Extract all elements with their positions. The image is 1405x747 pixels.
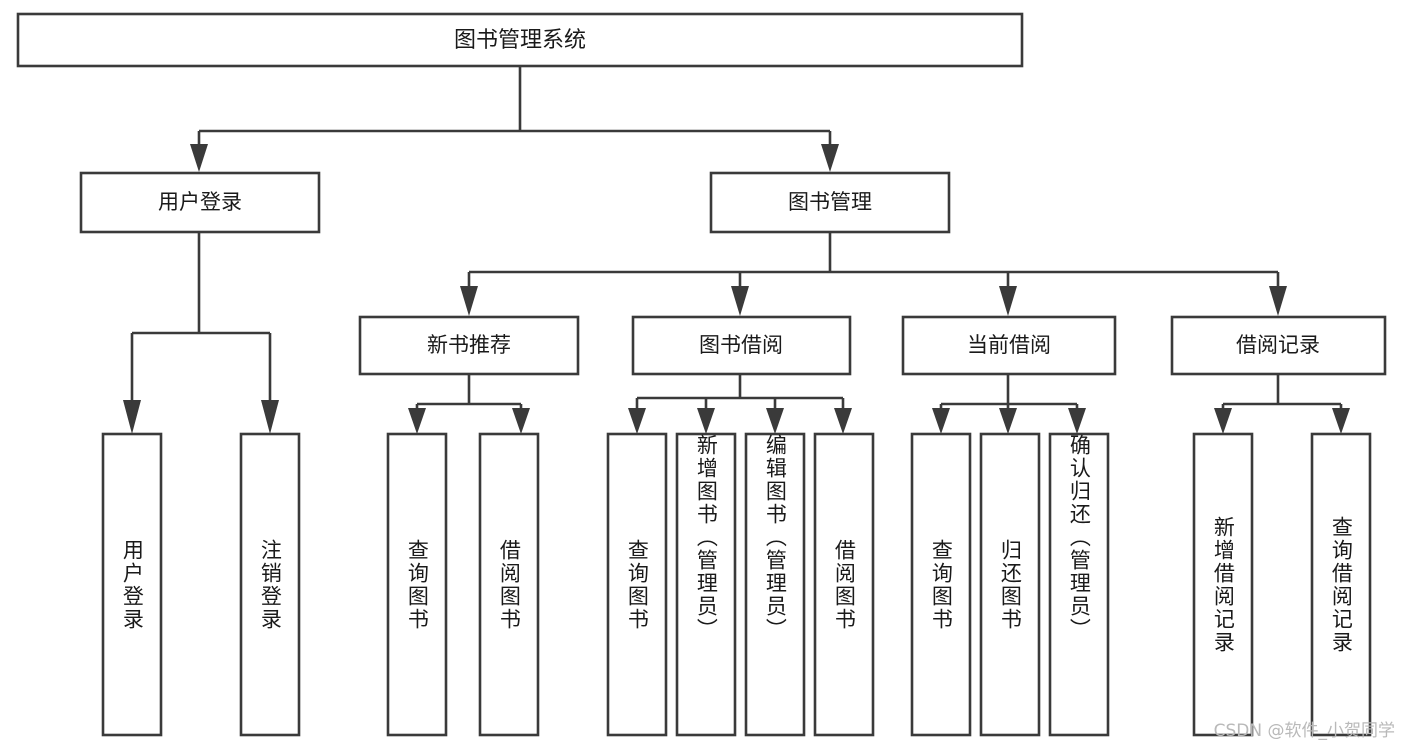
arrow-head-cb-leaf-2 xyxy=(999,408,1017,434)
node-book-management[interactable]: 图书管理 xyxy=(709,171,951,234)
leaf-box-query-book-current[interactable] xyxy=(910,432,972,737)
leaf-box-borrow-book[interactable] xyxy=(813,432,875,737)
arrow-head-root-to-user xyxy=(190,144,208,172)
arrow-head-bm-child-1 xyxy=(460,286,478,316)
leaf-box-return-book[interactable] xyxy=(979,432,1041,737)
arrow-head-rc-leaf-1 xyxy=(1214,408,1232,434)
connector-group-borrow xyxy=(628,374,852,434)
leaf-box-logout[interactable] xyxy=(239,432,301,737)
arrow-head-br-leaf-1 xyxy=(628,408,646,434)
node-box-book-management xyxy=(709,171,951,234)
node-label-current-borrow: 当前借阅 xyxy=(967,333,1051,357)
arrow-head-br-leaf-3 xyxy=(766,408,784,434)
connector-group-user-login xyxy=(123,232,279,434)
node-current-borrow[interactable]: 当前借阅 xyxy=(901,315,1117,376)
arrow-head-root-to-bookmgmt xyxy=(821,144,839,172)
leaf-box-edit-book-admin[interactable] xyxy=(744,432,806,737)
arrow-head-cb-leaf-3 xyxy=(1068,408,1086,434)
arrow-head-br-leaf-2 xyxy=(697,408,715,434)
node-label-new-book-recommend: 新书推荐 xyxy=(427,333,511,357)
leaf-box-query-book-borrow[interactable] xyxy=(606,432,668,737)
node-borrow-record[interactable]: 借阅记录 xyxy=(1170,315,1387,376)
node-box-user-login xyxy=(79,171,321,234)
node-label-root: 图书管理系统 xyxy=(454,28,586,53)
arrow-head-bm-child-2 xyxy=(731,286,749,316)
connector-group-new-book xyxy=(408,374,530,434)
leaf-box-confirm-return-admin[interactable] xyxy=(1048,432,1110,737)
node-box-borrow-record xyxy=(1170,315,1387,376)
arrow-head-br-leaf-4 xyxy=(834,408,852,434)
node-box-book-borrow xyxy=(631,315,852,376)
leaf-box-query-record[interactable] xyxy=(1310,432,1372,737)
arrow-head-user-leaf-2 xyxy=(261,400,279,434)
connector-group-root xyxy=(190,66,839,172)
node-box-current-borrow xyxy=(901,315,1117,376)
arrow-head-nb-leaf-1 xyxy=(408,408,426,434)
arrow-head-bm-child-4 xyxy=(1269,286,1287,316)
leaf-box-query-book-rec[interactable] xyxy=(386,432,448,737)
node-label-book-management: 图书管理 xyxy=(788,190,872,214)
leaf-box-add-record[interactable] xyxy=(1192,432,1254,737)
node-user-login[interactable]: 用户登录 xyxy=(79,171,321,234)
node-new-book-recommend[interactable]: 新书推荐 xyxy=(358,315,580,376)
connector-group-borrow-record xyxy=(1214,374,1350,434)
arrow-head-cb-leaf-1 xyxy=(932,408,950,434)
node-book-borrow[interactable]: 图书借阅 xyxy=(631,315,852,376)
node-label-user-login: 用户登录 xyxy=(158,190,242,214)
connector-group-current-borrow xyxy=(932,374,1086,434)
leaf-box-user-login[interactable] xyxy=(101,432,163,737)
leaf-box-borrow-book-rec[interactable] xyxy=(478,432,540,737)
node-box-root xyxy=(16,12,1024,68)
arrow-head-user-leaf-1 xyxy=(123,400,141,434)
node-label-borrow-record: 借阅记录 xyxy=(1236,333,1320,357)
node-box-new-book-recommend xyxy=(358,315,580,376)
node-root-system[interactable]: 图书管理系统 xyxy=(16,12,1024,68)
node-label-book-borrow: 图书借阅 xyxy=(699,333,783,357)
arrow-head-rc-leaf-2 xyxy=(1332,408,1350,434)
arrow-head-bm-child-3 xyxy=(999,286,1017,316)
arrow-head-nb-leaf-2 xyxy=(512,408,530,434)
leaf-box-add-book-admin[interactable] xyxy=(675,432,737,737)
connector-group-book-mgmt xyxy=(460,232,1287,316)
